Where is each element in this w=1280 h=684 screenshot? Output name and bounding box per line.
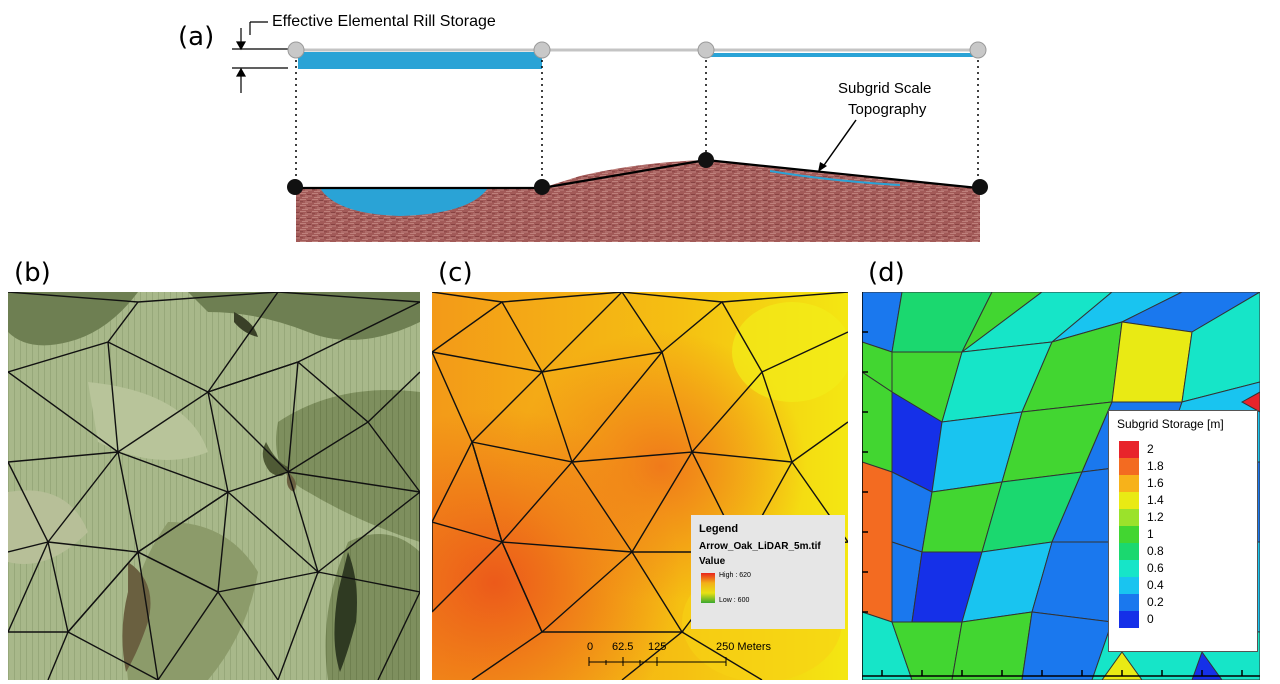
panel-a-label: (a)	[178, 22, 215, 52]
hollow-nodes	[287, 41, 987, 59]
legend-c-color-ramp	[701, 573, 715, 603]
legend-d-entry-label: 1.8	[1147, 459, 1164, 473]
legend-d-entry-label: 0.4	[1147, 578, 1164, 592]
legend-c-title: Legend	[699, 523, 739, 535]
mesh-c	[432, 292, 848, 680]
panel-d-label: (d)	[868, 258, 905, 288]
topography-label-line2: Topography	[848, 101, 927, 118]
storage-label: Effective Elemental Rill Storage	[272, 13, 496, 30]
pond-left	[320, 188, 488, 216]
panel-b-label: (b)	[14, 258, 51, 288]
rill-storage-bar-1	[298, 52, 542, 69]
legend-d-swatch	[1119, 492, 1139, 509]
legend-c-layer: Arrow_Oak_LiDAR_5m.tif	[699, 541, 821, 552]
pond-right	[770, 170, 900, 186]
scalebar-tick-0: 0	[587, 641, 594, 653]
legend-d-swatch	[1119, 611, 1139, 628]
legend-d-swatch	[1119, 543, 1139, 560]
legend-d-entry-label: 1	[1147, 527, 1154, 541]
legend-d-entry-label: 0	[1147, 612, 1154, 626]
legend-c-value-label: Value	[699, 556, 726, 567]
legend-d-title: Subgrid Storage [m]	[1117, 417, 1224, 431]
legend-d-entry-label: 0.6	[1147, 561, 1164, 575]
legend-d-entry-label: 1.4	[1147, 493, 1164, 507]
legend-d-swatch	[1119, 475, 1139, 492]
legend-d-swatch	[1119, 441, 1139, 458]
legend-d-swatch	[1119, 577, 1139, 594]
legend-c-low: Low : 600	[719, 597, 750, 604]
legend-d-swatch	[1119, 526, 1139, 543]
legend-d-swatch	[1119, 594, 1139, 611]
mesh-b	[8, 292, 420, 680]
rill-storage-bar-2	[706, 53, 978, 57]
axis-ticks-d	[862, 292, 1260, 680]
scalebar	[588, 657, 727, 666]
legend-c: Legend Arrow_Oak_LiDAR_5m.tif Value High…	[691, 515, 845, 629]
legend-c-high: High : 620	[719, 572, 751, 579]
legend-d-entry-label: 1.2	[1147, 510, 1164, 524]
scalebar-tick-1: 62.5	[612, 641, 634, 653]
elemental-topography-line	[296, 158, 979, 190]
topography-label-line1: Subgrid Scale	[838, 80, 932, 97]
legend-d-entry-label: 0.2	[1147, 595, 1164, 609]
panel-c-label: (c)	[438, 258, 473, 288]
legend-d-swatch	[1119, 509, 1139, 526]
aerial-image-panel	[8, 292, 420, 680]
legend-d-entry-label: 1.6	[1147, 476, 1164, 490]
legend-d-swatch	[1119, 560, 1139, 577]
scalebar-tick-3: 250 Meters	[716, 641, 772, 653]
panel-a-diagram	[232, 21, 988, 242]
soil-cross-section	[296, 160, 980, 242]
legend-d-entry-label: 2	[1147, 442, 1154, 456]
dotted-projections	[295, 60, 979, 178]
legend-d-entry-label: 0.8	[1147, 544, 1164, 558]
legend-d: Subgrid Storage [m] 2 1.8 1.6 1.4 1.2 1 0.8 0.6…	[1108, 410, 1258, 652]
scalebar-tick-2: 125	[648, 641, 667, 653]
legend-d-swatch	[1119, 458, 1139, 475]
storage-indicator	[232, 21, 288, 93]
mesh-nodes	[287, 152, 988, 195]
